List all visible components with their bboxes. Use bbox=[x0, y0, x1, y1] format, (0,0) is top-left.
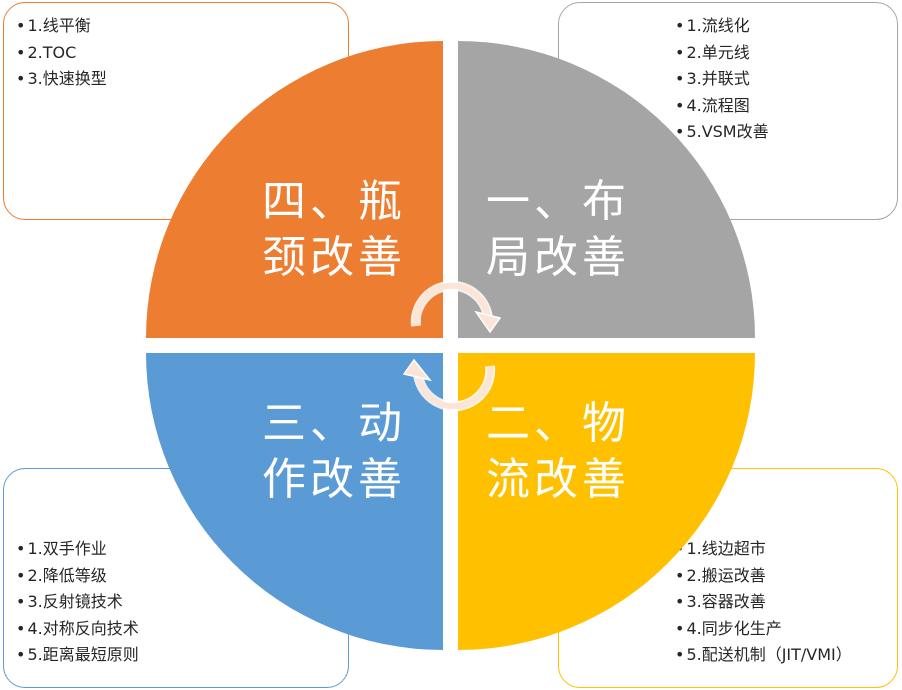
list-item: 2.TOC bbox=[16, 40, 348, 67]
quadrant-top-right bbox=[458, 41, 755, 338]
list-item: 1.线边超市 bbox=[675, 536, 897, 563]
list-item: 3.容器改善 bbox=[675, 589, 897, 616]
list-item: 3.快速换型 bbox=[16, 66, 348, 93]
title-line: 四、瓶 bbox=[262, 176, 406, 227]
quadrant-top-left bbox=[146, 41, 443, 338]
title-line: 局改善 bbox=[486, 232, 630, 283]
list-item: 1.双手作业 bbox=[16, 536, 348, 563]
list-item: 5.配送机制（JIT/VMI） bbox=[675, 642, 897, 669]
list-item: 4.对称反向技术 bbox=[16, 616, 348, 643]
list-item: 1.流线化 bbox=[675, 13, 897, 40]
title-line: 二、物 bbox=[486, 398, 630, 449]
list-item: 5.距离最短原则 bbox=[16, 642, 348, 669]
title-line: 颈改善 bbox=[262, 232, 406, 283]
title-line: 三、动 bbox=[262, 398, 406, 449]
title-line: 流改善 bbox=[486, 454, 630, 505]
list-item: 3.反射镜技术 bbox=[16, 589, 348, 616]
quadrant-bottom-right bbox=[458, 353, 755, 650]
title-line: 作改善 bbox=[262, 454, 406, 505]
list-item: 4.流程图 bbox=[675, 93, 897, 120]
list-item: 2.单元线 bbox=[675, 40, 897, 67]
quadrant-title-logistics: 二、物 流改善 bbox=[486, 396, 630, 508]
list-item: 5.VSM改善 bbox=[675, 119, 897, 146]
list-item: 3.并联式 bbox=[675, 66, 897, 93]
list-item: 2.降低等级 bbox=[16, 563, 348, 590]
list-item: 4.同步化生产 bbox=[675, 616, 897, 643]
list-item: 2.搬运改善 bbox=[675, 563, 897, 590]
title-line: 一、布 bbox=[486, 176, 630, 227]
circular-arrows-icon bbox=[402, 280, 502, 412]
quadrant-bottom-left bbox=[146, 353, 443, 650]
quadrant-title-motion: 三、动 作改善 bbox=[262, 396, 406, 508]
quadrant-title-layout: 一、布 局改善 bbox=[486, 174, 630, 286]
list-item: 1.线平衡 bbox=[16, 13, 348, 40]
quadrant-title-bottleneck: 四、瓶 颈改善 bbox=[262, 174, 406, 286]
